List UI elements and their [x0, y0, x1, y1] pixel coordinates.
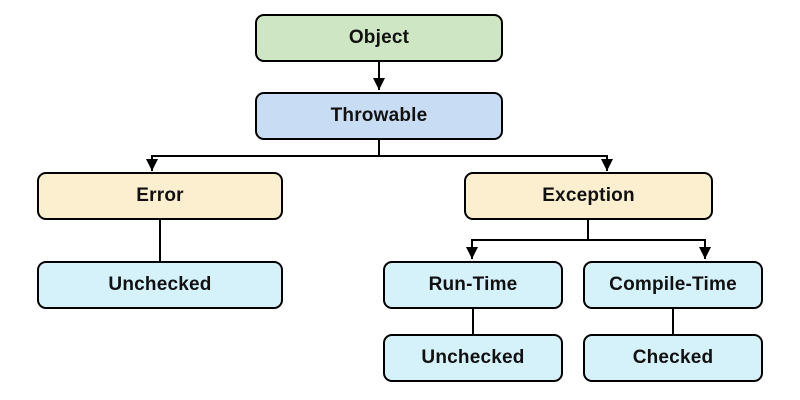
node-throwable-label: Throwable: [330, 105, 428, 126]
node-run-time-unchecked: Unchecked: [383, 334, 563, 382]
node-compile-time-checked-label: Checked: [632, 347, 714, 368]
node-throwable: Throwable: [255, 92, 503, 140]
node-object-label: Object: [348, 27, 410, 48]
node-exception-label: Exception: [542, 185, 635, 206]
node-object: Object: [255, 14, 503, 62]
node-error-unchecked: Unchecked: [37, 261, 283, 309]
node-compile-time-label: Compile-Time: [609, 274, 737, 295]
node-error-unchecked-label: Unchecked: [108, 274, 212, 295]
node-run-time-label: Run-Time: [428, 274, 518, 295]
node-error-label: Error: [136, 185, 184, 206]
node-compile-time: Compile-Time: [583, 261, 763, 309]
node-run-time: Run-Time: [383, 261, 563, 309]
node-compile-time-checked: Checked: [583, 334, 763, 382]
node-exception: Exception: [464, 172, 713, 220]
node-run-time-unchecked-label: Unchecked: [421, 347, 525, 368]
node-error: Error: [37, 172, 283, 220]
